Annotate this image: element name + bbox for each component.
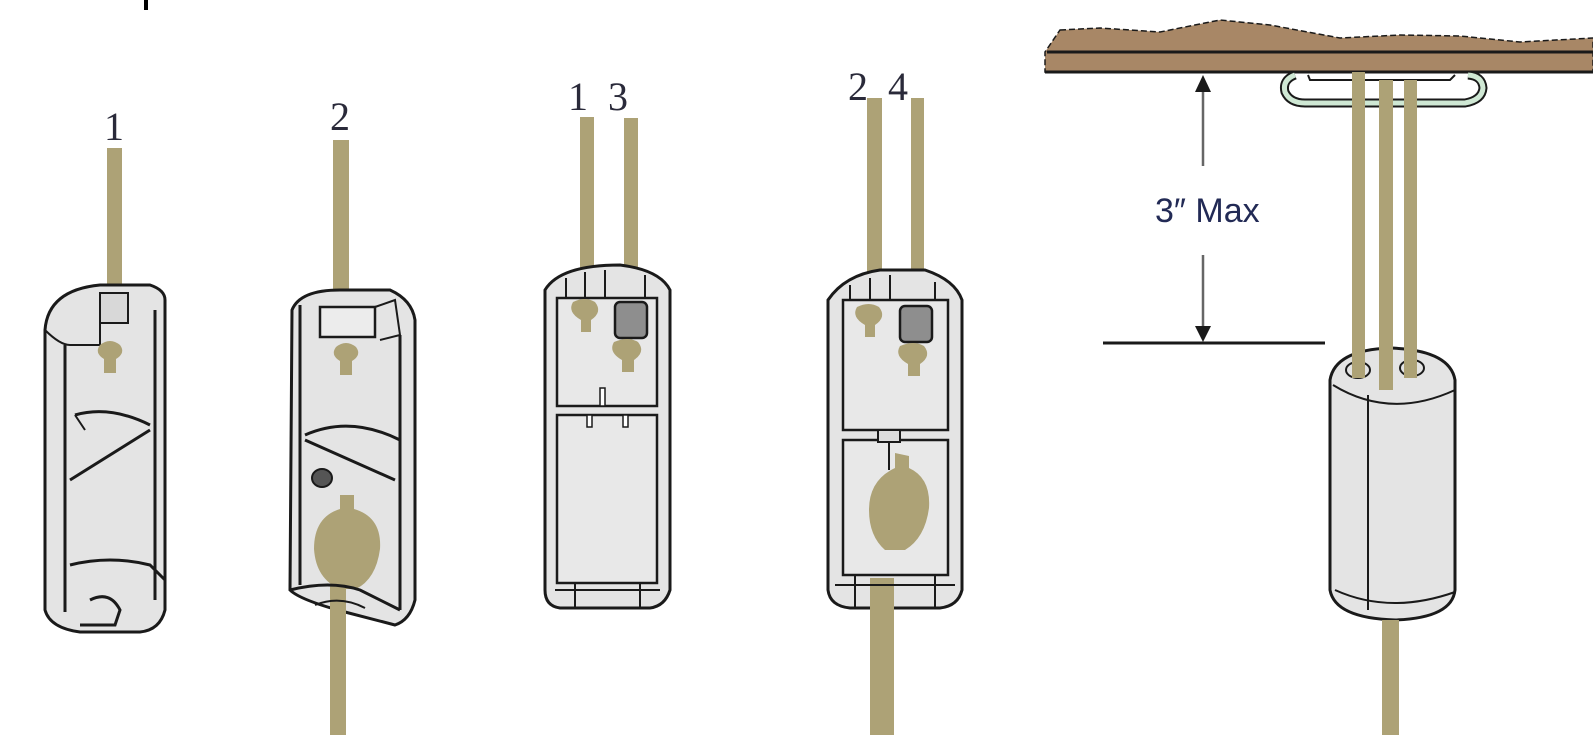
arrowhead-up-icon bbox=[1195, 75, 1211, 92]
dimension-label: 3″ Max bbox=[1155, 192, 1260, 230]
cord-1 bbox=[107, 148, 122, 298]
step-1-open-housing: 1 bbox=[43, 104, 167, 634]
cord-label-1: 1 bbox=[104, 104, 124, 149]
arrowhead-down-icon bbox=[1195, 326, 1211, 342]
cord-label-4: 4 bbox=[888, 64, 908, 109]
cord-label-3: 3 bbox=[608, 74, 628, 119]
cord-3 bbox=[624, 118, 638, 298]
cord-2-bottom bbox=[330, 585, 346, 735]
connector-block-2 bbox=[898, 304, 934, 344]
step-4-closed-housing-with-plug: 2 4 bbox=[826, 64, 964, 735]
cord-bottom bbox=[1382, 620, 1399, 735]
cord-label-2: 2 bbox=[330, 94, 350, 139]
step-3-closed-housing: 1 3 bbox=[543, 74, 672, 610]
cord-label-2b: 2 bbox=[848, 64, 868, 109]
cord-1b bbox=[580, 117, 594, 277]
cord-4-bottom bbox=[870, 578, 894, 735]
cord-label-1b: 1 bbox=[568, 74, 588, 119]
cord-4 bbox=[911, 98, 924, 308]
closed-housing-cylinder bbox=[1328, 346, 1457, 622]
cord-2-top bbox=[333, 140, 349, 300]
cord-right bbox=[1404, 80, 1417, 372]
cord-middle bbox=[1379, 80, 1393, 385]
title-fragment bbox=[144, 0, 148, 10]
cord-left bbox=[1352, 72, 1365, 372]
ceiling-board bbox=[1044, 19, 1593, 73]
step-2-housing-with-plug: 2 bbox=[288, 94, 417, 735]
connector-block bbox=[613, 300, 649, 340]
step-5-mounting: 3″ Max bbox=[1044, 19, 1593, 735]
cord-2b bbox=[867, 98, 882, 288]
